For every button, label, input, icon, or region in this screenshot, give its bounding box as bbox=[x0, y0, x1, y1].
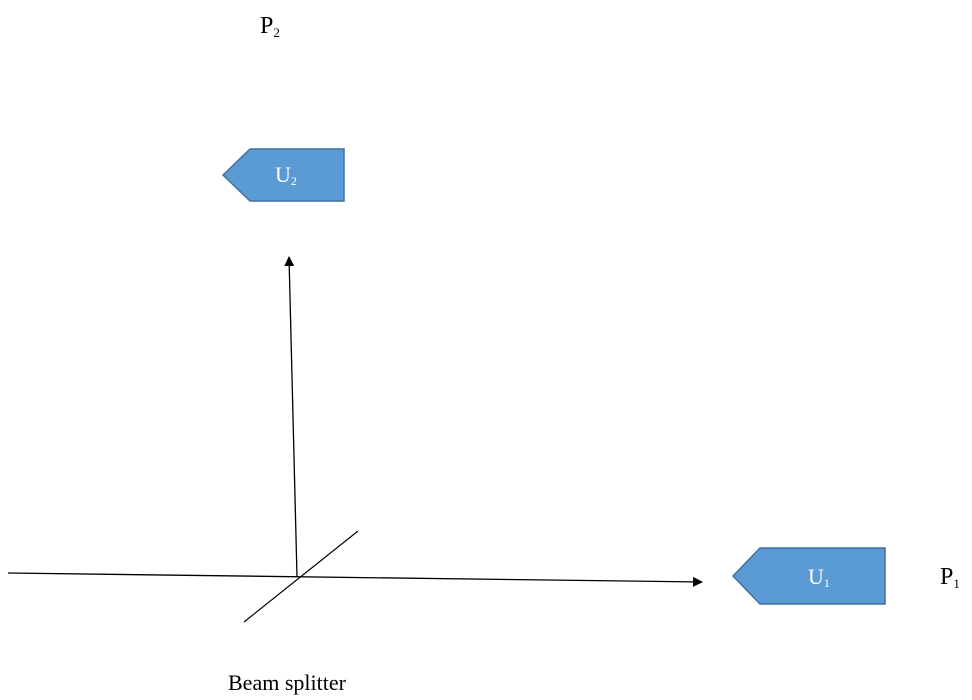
p2-label: P2 bbox=[260, 14, 280, 39]
beam-splitter-line bbox=[243, 530, 359, 623]
p1-label-base: P bbox=[940, 564, 954, 590]
p2-label-sub: 2 bbox=[273, 25, 280, 40]
u1-tag-shape bbox=[731, 547, 886, 605]
beam-splitter-caption: Beam splitter bbox=[228, 670, 346, 695]
u1-tag-sub: 1 bbox=[823, 576, 830, 590]
p1-label: P1 bbox=[940, 565, 960, 590]
p1-label-sub: 1 bbox=[953, 576, 960, 591]
u2-tag-sub: 2 bbox=[290, 174, 297, 188]
p2-label-base: P bbox=[260, 13, 274, 39]
u2-tag-shape bbox=[221, 148, 345, 202]
u2-tag-base: U bbox=[275, 162, 291, 187]
vertical-beam-arrow bbox=[284, 256, 298, 578]
u1-tag-text: U1 bbox=[808, 564, 830, 590]
u1-tag-base: U bbox=[808, 564, 824, 589]
horizontal-beam-arrow bbox=[7, 572, 703, 587]
u2-tag-text: U2 bbox=[275, 162, 297, 188]
